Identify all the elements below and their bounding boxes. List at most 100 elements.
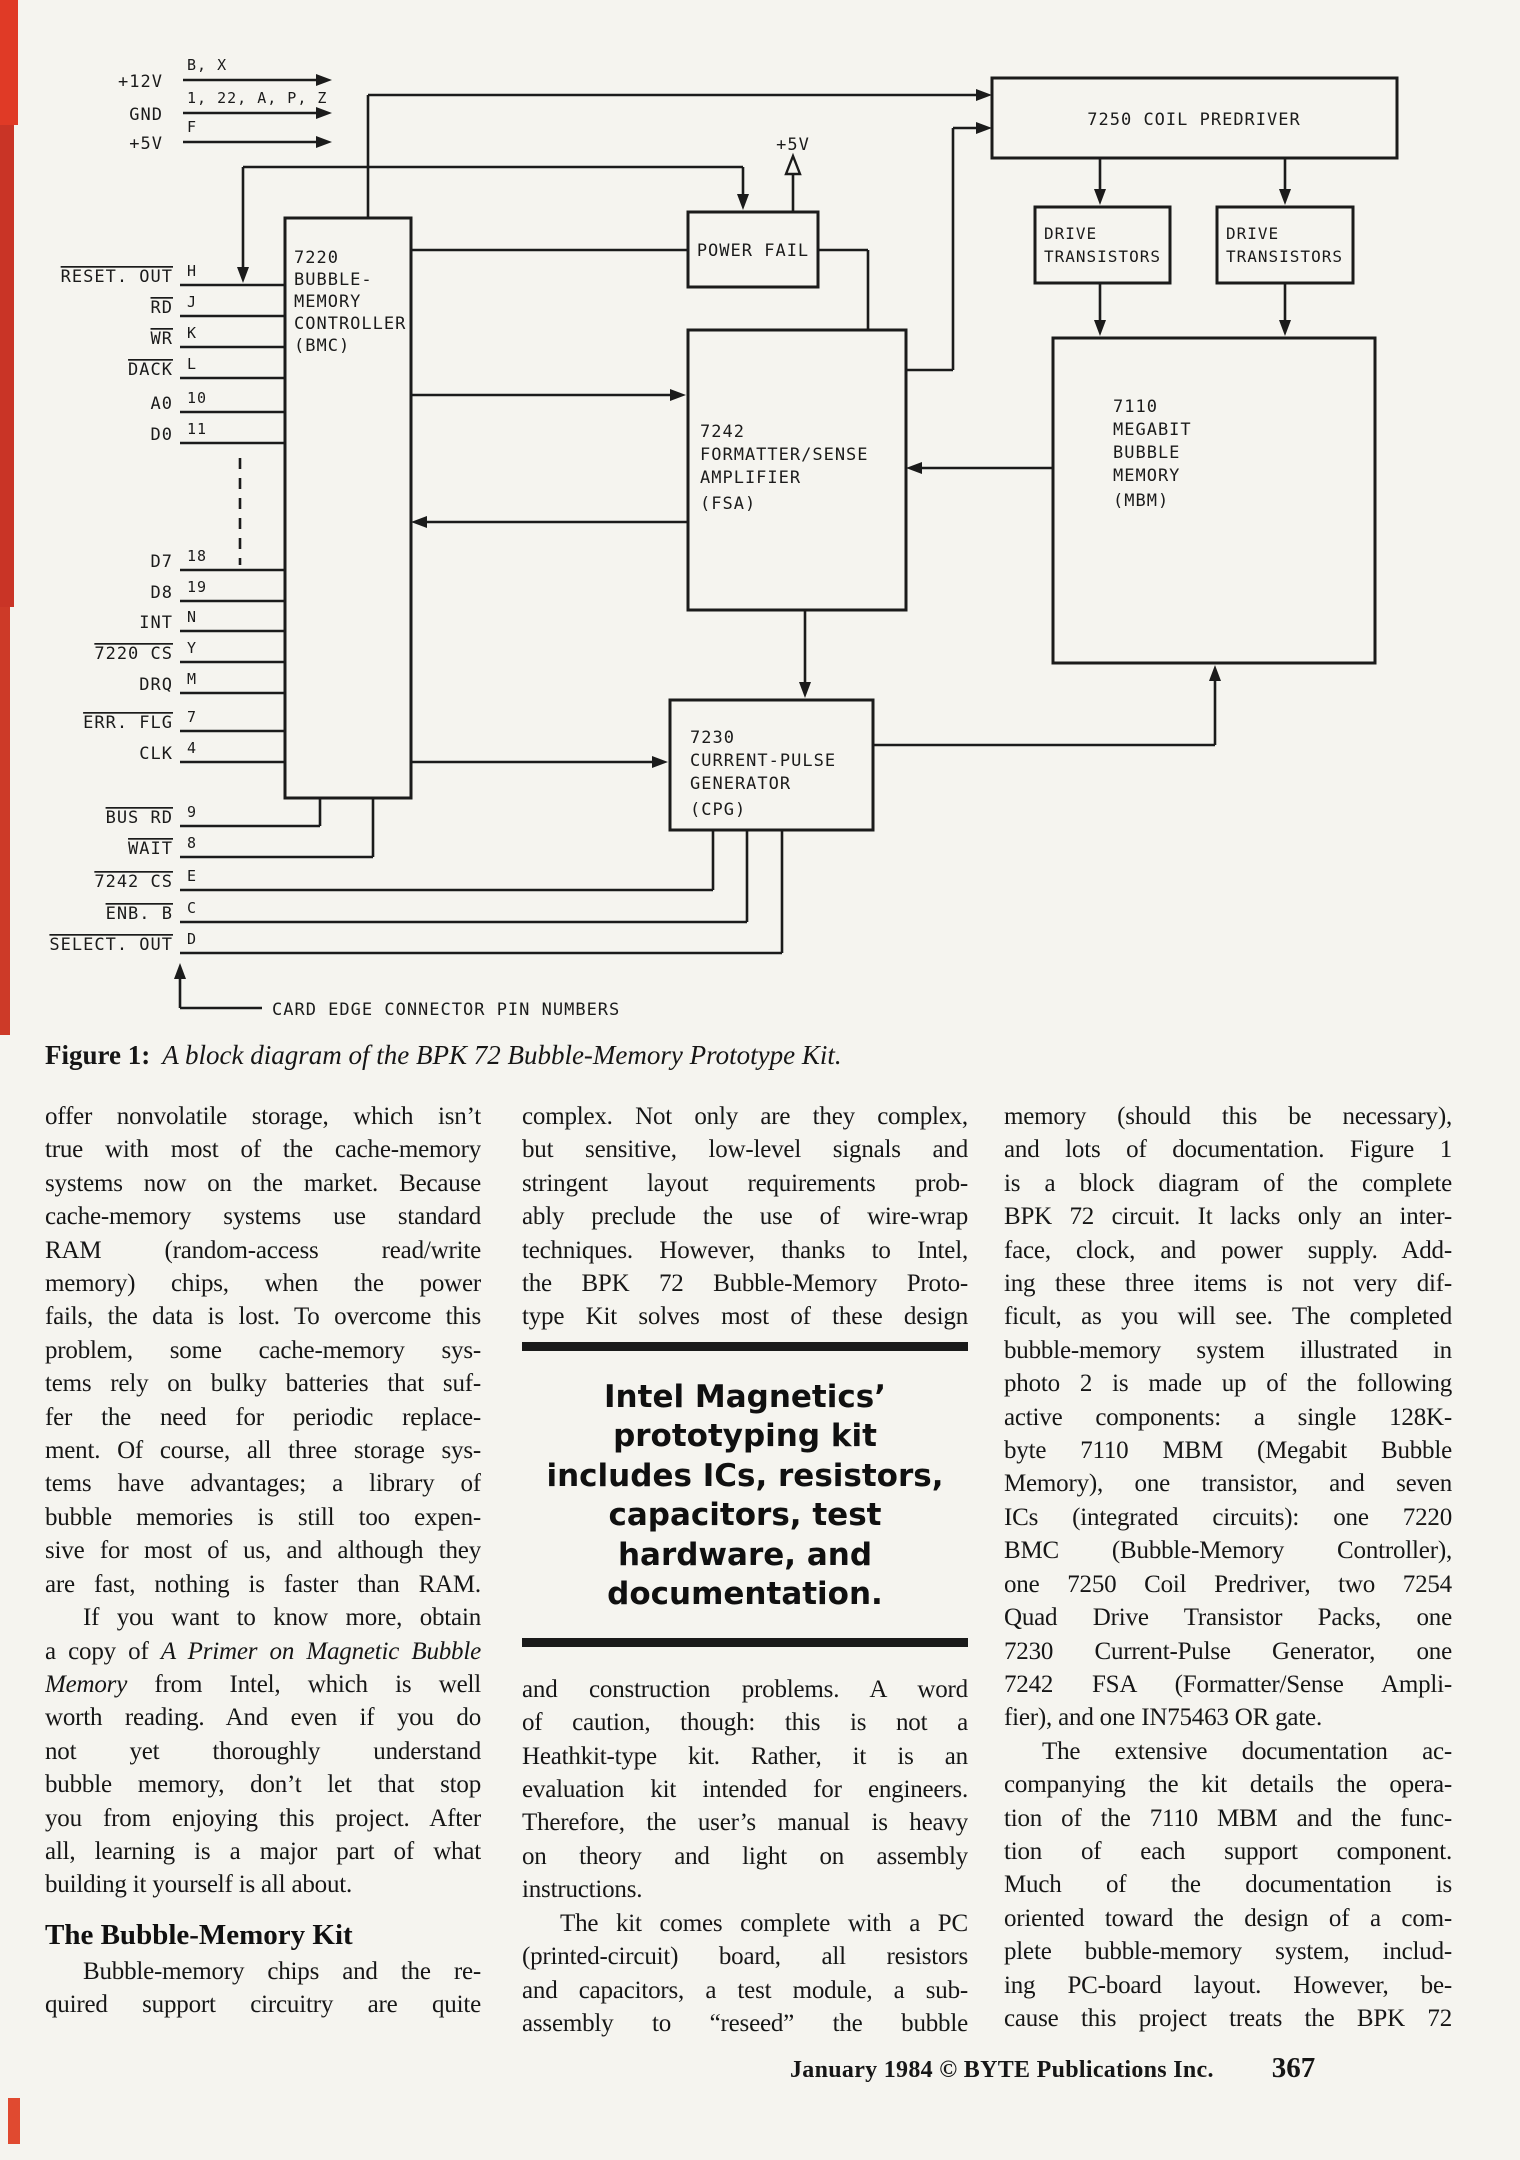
signal-label-0: RESET. OUT [61, 267, 173, 287]
svg-text:BUBBLE: BUBBLE [1113, 443, 1180, 463]
svg-text:DRIVE: DRIVE [1044, 224, 1097, 243]
svg-text:(FSA): (FSA) [700, 494, 756, 514]
signal-label-13: BUS RD [106, 808, 173, 828]
signal-label-17: SELECT. OUT [49, 935, 173, 955]
text-line: quired support circuitry are quite [45, 1991, 481, 2019]
signal-label-3: DACK [128, 360, 173, 380]
text-line: bubble-memory system illustrated in [1004, 1336, 1452, 1364]
spacer [522, 1647, 968, 1673]
bmc-box [283, 216, 413, 800]
signal-pin-13: 9 [187, 803, 197, 821]
text-line: and capacitors, a test module, a sub- [522, 1976, 968, 2004]
svg-text:MEGABIT: MEGABIT [1113, 420, 1192, 440]
svg-text:7110: 7110 [1113, 397, 1158, 417]
cpg-label: 7230 CURRENT-PULSE GENERATOR (CPG) [690, 728, 836, 820]
signal-label-12: CLK [139, 744, 173, 764]
text-line: ably preclude the use of wire-wrap [522, 1203, 968, 1231]
signal-label-10: DRQ [139, 675, 173, 695]
coil-predriver-box [990, 76, 1399, 160]
publication-credit: January 1984 © BYTE Publications Inc. [790, 2057, 1214, 2083]
text-line: Heathkit-type kit. Rather, it is an [522, 1742, 968, 1770]
svg-text:(MBM): (MBM) [1113, 491, 1169, 511]
text-line: tion of each support component. [1004, 1837, 1452, 1865]
drive-transistors-2-label: DRIVE TRANSISTORS [1226, 224, 1343, 266]
svg-text:MEMORY: MEMORY [1113, 466, 1180, 486]
text-line: stringent layout requirements prob- [522, 1169, 968, 1197]
signal-label-15: 7242 CS [94, 872, 173, 892]
figure-caption-label: Figure 1: [45, 1040, 151, 1070]
scan-artifact [0, 125, 14, 607]
fsa-label: 7242 FORMATTER/SENSE AMPLIFIER (FSA) [700, 422, 868, 514]
signal-label-6: D7 [151, 552, 173, 572]
svg-text:7242: 7242 [700, 422, 745, 442]
signal-label-9: 7220 CS [94, 644, 173, 664]
power-fail-label: POWER FAIL [697, 241, 809, 261]
plus5v-supply-label: +5V [776, 135, 810, 155]
text-line: memory) chips, when the power [45, 1270, 481, 1298]
signal-pin-4: 10 [187, 389, 207, 407]
signal-label-8: INT [139, 613, 173, 633]
svg-text:CONTROLLER: CONTROLLER [294, 314, 406, 334]
text-segment: from Intel, which is well [127, 1670, 481, 1698]
text-line: photo 2 is made up of the following [1004, 1370, 1452, 1398]
text-line: Memory from Intel, which is well [45, 1668, 481, 1701]
signal-label-16: ENB. B [106, 904, 173, 924]
section-heading: The Bubble-Memory Kit [45, 1918, 353, 1951]
signal-pin-2: K [187, 324, 197, 342]
signal-label-14: WAIT [128, 839, 173, 859]
svg-text:GND: GND [129, 105, 163, 125]
text-line: tems rely on bulky batteries that suf- [45, 1370, 481, 1398]
figure-caption-text: A block diagram of the BPK 72 Bubble-Mem… [162, 1040, 842, 1070]
text-line: 7242 FSA (Formatter/Sense Ampli- [1004, 1670, 1452, 1698]
scan-artifact [0, 0, 18, 125]
text-line: evaluation kit intended for engineers. [522, 1776, 968, 1804]
signal-label-2: WR [151, 329, 173, 349]
pullquote-line: includes ICs, resistors, [546, 1457, 944, 1494]
text-line: Bubble-memory chips and the re- [83, 1957, 481, 1985]
signal-pin-9: Y [187, 639, 197, 657]
text-line: If you want to know more, obtain [83, 1604, 481, 1632]
italic-text-segment: Memory [45, 1670, 128, 1698]
text-line: fier), and one IN75463 OR gate. [1004, 1704, 1323, 1732]
text-line: one 7250 Coil Predriver, two 7254 [1004, 1570, 1452, 1598]
svg-text:F: F [187, 118, 197, 136]
signal-pin-12: 4 [187, 739, 197, 757]
text-line: type Kit solves most of these design [522, 1303, 968, 1331]
text-line: are fast, nothing is faster than RAM. [45, 1570, 481, 1598]
text-line: but sensitive, low-level signals and [522, 1136, 968, 1164]
text-line: worth reading. And even if you do [45, 1704, 481, 1732]
text-line: systems now on the market. Because [45, 1169, 481, 1197]
italic-text-segment: A Primer on Magnetic Bubble [160, 1637, 481, 1665]
svg-text:7220: 7220 [294, 248, 339, 268]
text-line: fer the need for periodic replace- [45, 1403, 481, 1431]
svg-text:CURRENT-PULSE: CURRENT-PULSE [690, 751, 836, 771]
coil-predriver-label: 7250 COIL PREDRIVER [1087, 110, 1300, 130]
svg-text:TRANSISTORS: TRANSISTORS [1226, 247, 1343, 266]
svg-text:+5V: +5V [129, 134, 163, 154]
text-line: byte 7110 MBM (Megabit Bubble [1004, 1437, 1452, 1465]
drive-transistors-1-label: DRIVE TRANSISTORS [1044, 224, 1160, 266]
signal-pin-3: L [187, 355, 197, 373]
signal-label-11: ERR. FLG [83, 713, 173, 733]
text-line: techniques. However, thanks to Intel, [522, 1236, 968, 1264]
text-line: (printed-circuit) board, all resistors [522, 1943, 968, 1971]
text-line: building it yourself is all about. [45, 1871, 353, 1899]
plus5v-arrow-icon [784, 152, 802, 212]
text-line: bubble memories is still too expen- [45, 1503, 481, 1531]
fsa-box [686, 328, 908, 612]
svg-text:BUBBLE-: BUBBLE- [294, 270, 373, 290]
text-line: cause this project treats the BPK 72 [1004, 2004, 1452, 2032]
page-footer: January 1984 © BYTE Publications Inc. 36… [790, 2052, 1390, 2085]
signal-label-5: D0 [151, 425, 173, 445]
svg-text:7230: 7230 [690, 728, 735, 748]
text-line: oriented toward the design of a com- [1004, 1904, 1452, 1932]
text-line: you from enjoying this project. After [45, 1804, 481, 1832]
text-line: the BPK 72 Bubble-Memory Proto- [522, 1270, 968, 1298]
text-line: on theory and light on assembly [522, 1842, 968, 1870]
text-line: sive for most of us, and although they [45, 1537, 481, 1565]
text-line: The kit comes complete with a PC [560, 1909, 968, 1937]
figure1-block-diagram: 7220 BUBBLE- MEMORY CONTROLLER (BMC) POW… [49, 56, 1399, 1020]
text-line: BPK 72 circuit. It lacks only an inter- [1004, 1203, 1452, 1231]
bmc-label: 7220 BUBBLE- MEMORY CONTROLLER (BMC) [294, 248, 406, 356]
